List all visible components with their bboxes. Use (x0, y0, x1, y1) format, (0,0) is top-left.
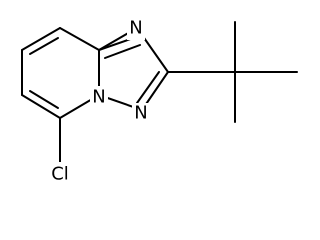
bond-c5-c6 (21, 27, 61, 51)
bond-c5-c6-inner (29, 37, 59, 55)
bond-c7-c8 (21, 94, 61, 119)
atom-cl-label: Cl (51, 164, 69, 185)
bond-n4-c5 (59, 27, 100, 51)
atom-n1: N (132, 103, 150, 125)
atom-n4: N (127, 18, 145, 40)
atom-n-bridge: N (90, 86, 108, 108)
atom-cl: Cl (47, 162, 73, 186)
bond-c3a-c3-inner (104, 44, 141, 59)
bond-c2-n1-inner (136, 71, 160, 104)
bond-c7-c8-inner (29, 90, 59, 109)
atom-n4-label: N (129, 18, 142, 39)
atom-n1-label: N (134, 103, 147, 124)
bond-c3-c2 (141, 34, 169, 73)
atom-n-bridge-label: N (92, 87, 105, 108)
molecule-structure: N N N Cl (21, 18, 298, 186)
